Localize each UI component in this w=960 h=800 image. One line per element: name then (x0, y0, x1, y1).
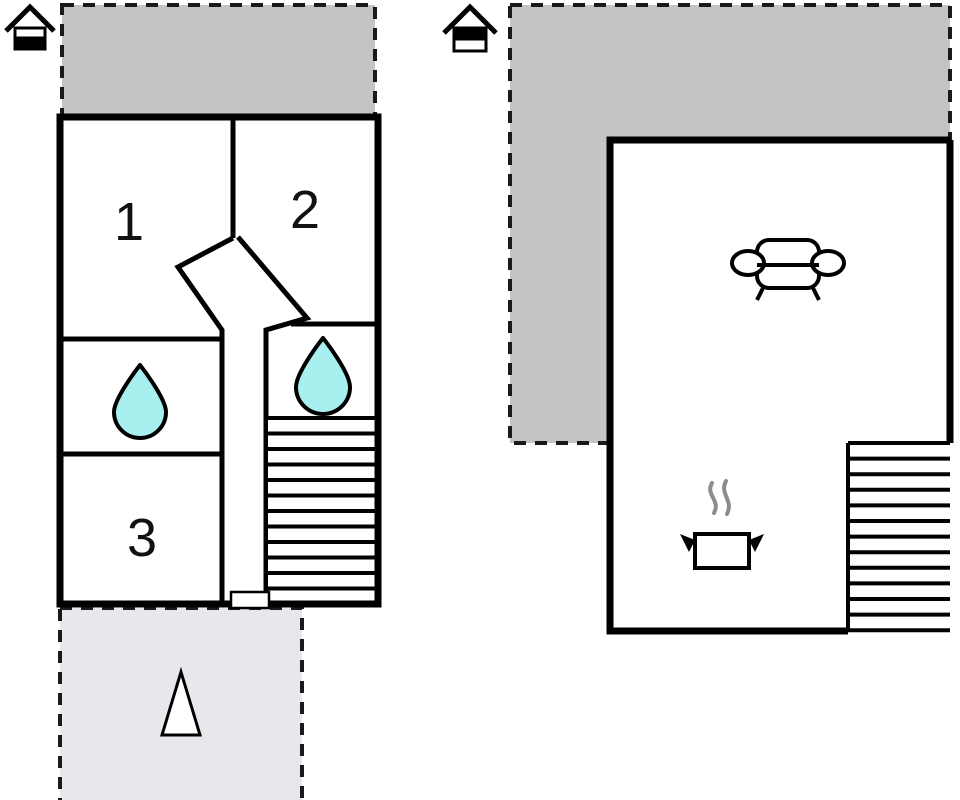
wall-hallway-left (174, 235, 235, 604)
left-terrace-bottom (58, 606, 304, 800)
staircase-lower (268, 416, 376, 604)
house-icon (4, 3, 56, 51)
room-number-2: 2 (290, 180, 320, 240)
house-icon (442, 3, 498, 53)
room-number-1: 1 (114, 192, 144, 252)
parasol-icon (159, 666, 203, 737)
floor-plan-right (442, 3, 954, 635)
wall-hallway-right (236, 235, 312, 604)
water-drop-icon (294, 336, 352, 416)
cooking-pot-icon (680, 479, 764, 570)
staircase-upper (846, 441, 950, 633)
water-drop-icon (112, 363, 168, 440)
angled-hallway (178, 120, 307, 604)
entrance-door (229, 590, 271, 610)
room-number-3: 3 (127, 508, 157, 568)
sofa-icon (730, 238, 846, 301)
floor-plan-left: 1 2 3 (4, 3, 382, 800)
left-terrace-top (60, 3, 377, 119)
left-outer-walls (56, 113, 382, 608)
right-outer-walls (606, 136, 950, 635)
